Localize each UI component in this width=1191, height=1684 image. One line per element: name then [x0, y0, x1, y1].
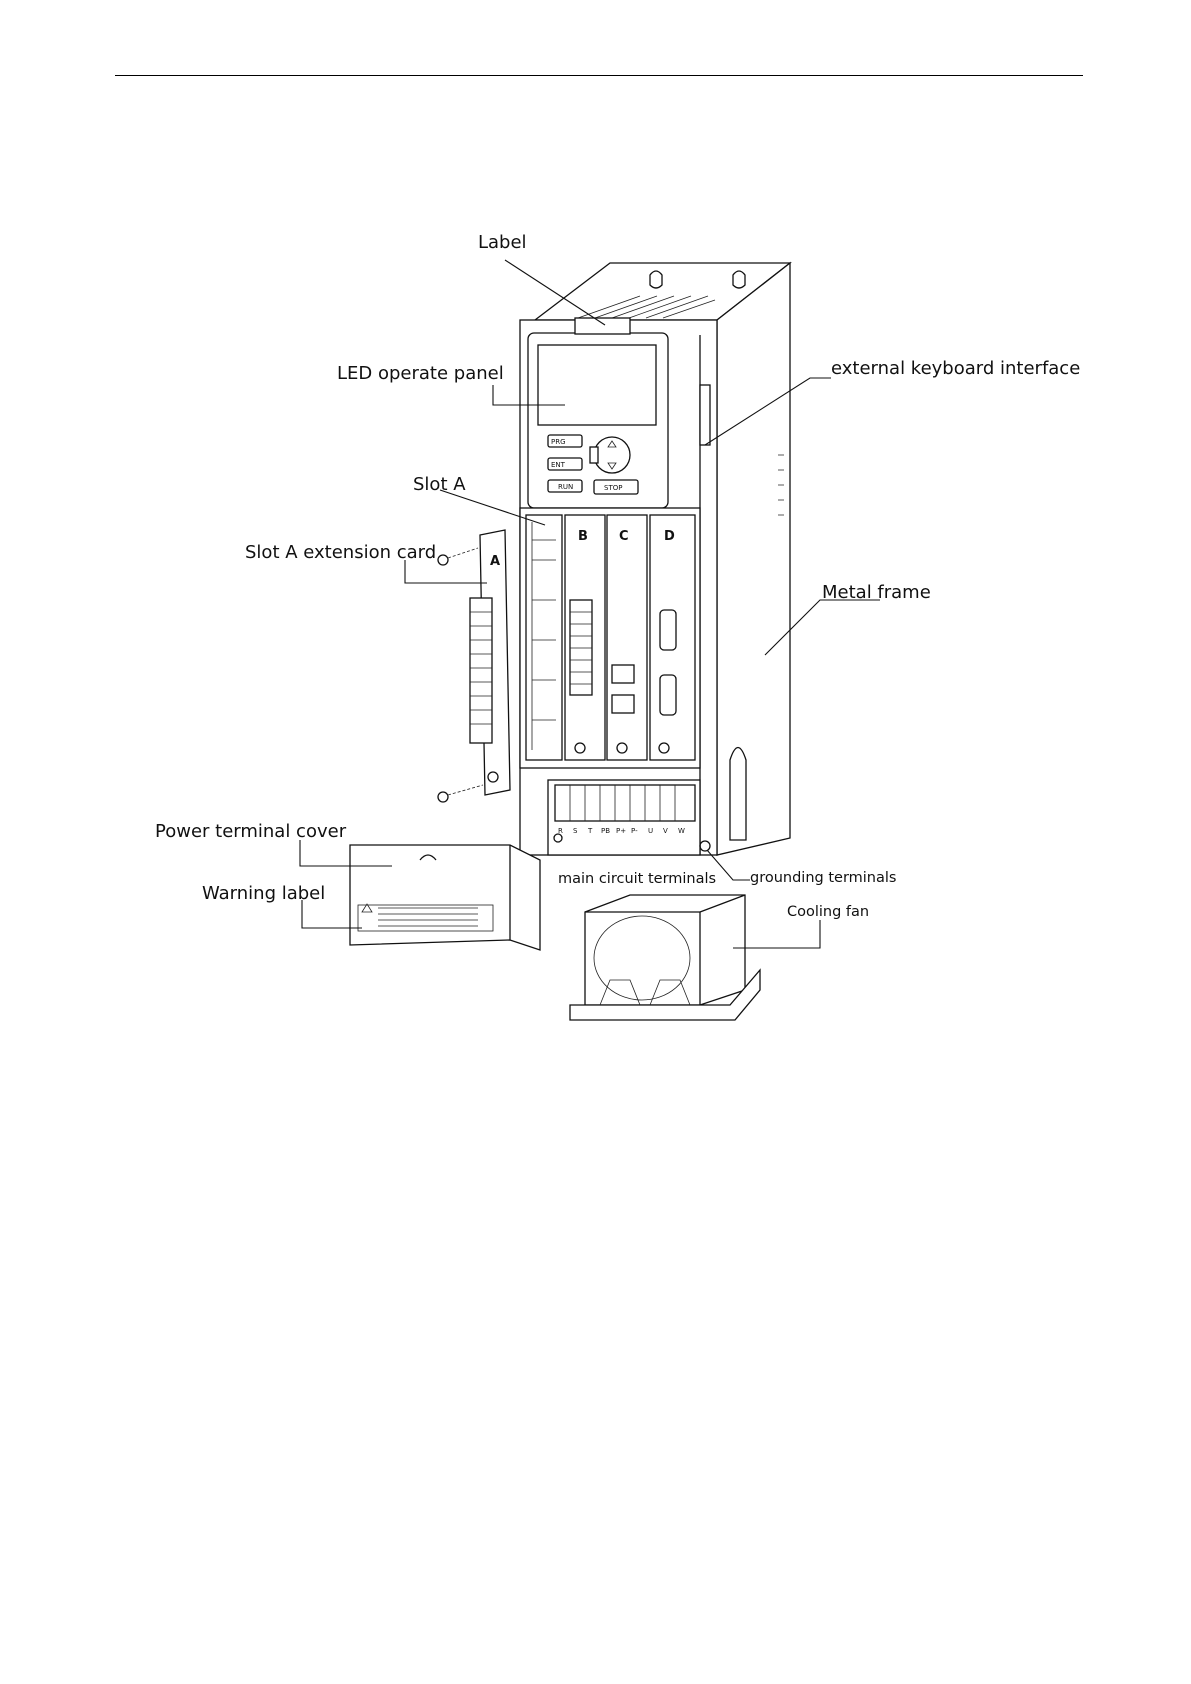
ext-keyboard-callout: external keyboard interface — [831, 358, 1080, 379]
cooling-fan-drawing — [570, 895, 760, 1020]
svg-text:P-: P- — [631, 827, 638, 835]
svg-text:A: A — [490, 554, 500, 569]
power-terminal-cover-drawing — [350, 845, 540, 950]
grounding-callout: grounding terminals — [750, 870, 896, 886]
led-operate-panel-drawing: PRG ENT RUN STOP — [528, 318, 668, 508]
svg-text:R: R — [558, 827, 563, 835]
svg-text:T: T — [587, 827, 593, 835]
cooling-fan-callout: Cooling fan — [787, 904, 869, 920]
main-circuit-terminals-drawing: R S T PB P+ P- U V W — [548, 780, 710, 855]
power-cover-callout: Power terminal cover — [155, 821, 347, 842]
slot-a-extension-card-drawing: A — [438, 530, 510, 802]
svg-text:D: D — [664, 529, 675, 544]
svg-text:RUN: RUN — [558, 483, 573, 491]
svg-text:W: W — [678, 827, 685, 835]
led-panel-callout: LED operate panel — [337, 363, 504, 384]
metal-frame-callout: Metal frame — [822, 582, 931, 603]
warning-label-callout: Warning label — [202, 883, 325, 904]
label-callout: Label — [478, 232, 527, 253]
svg-text:B: B — [578, 529, 588, 544]
slot-a-callout: Slot A — [413, 474, 466, 495]
svg-text:PB: PB — [601, 827, 610, 835]
svg-text:P+: P+ — [616, 827, 626, 835]
slot-a-card-callout: Slot A extension card — [245, 542, 436, 563]
svg-text:PRG: PRG — [551, 438, 566, 446]
svg-text:C: C — [619, 529, 629, 544]
svg-text:U: U — [648, 827, 653, 835]
main-terminals-callout: main circuit terminals — [558, 871, 716, 887]
svg-text:S: S — [573, 827, 578, 835]
expansion-slots-drawing: B C D — [520, 508, 700, 768]
svg-text:V: V — [663, 827, 668, 835]
svg-text:STOP: STOP — [604, 484, 622, 492]
svg-text:ENT: ENT — [551, 461, 566, 469]
